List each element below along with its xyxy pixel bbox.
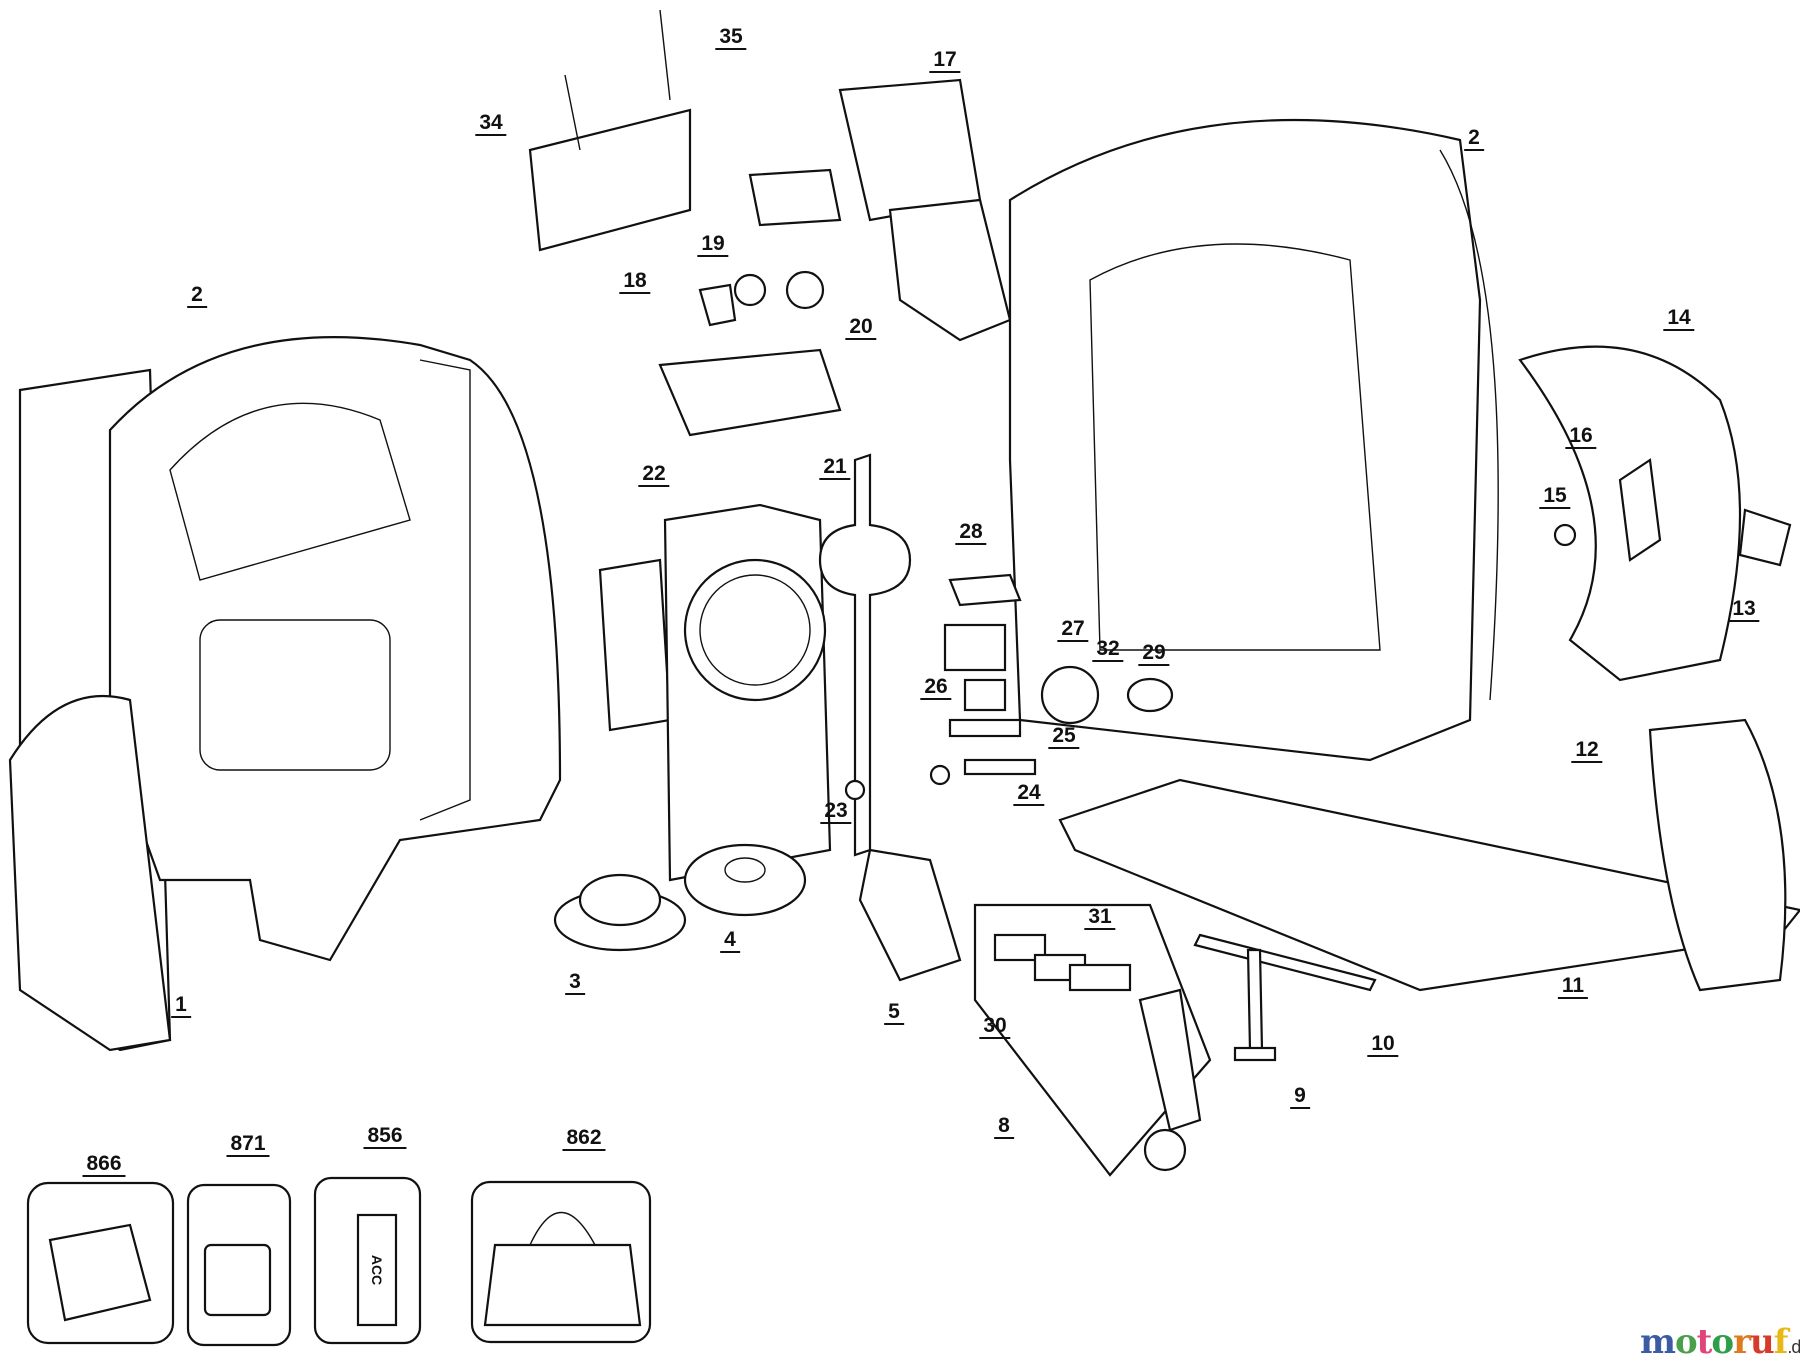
accessory-label-text: ACC	[369, 1254, 385, 1286]
part-callout-13: 13	[1728, 598, 1760, 622]
part-callout-18: 18	[619, 270, 651, 294]
part-25	[948, 718, 1022, 738]
part-callout-26: 26	[920, 676, 952, 700]
part-callout-5: 5	[884, 1001, 904, 1025]
handle-12	[1648, 718, 1787, 992]
part-callout-862: 862	[562, 1127, 606, 1151]
part-16	[1618, 458, 1662, 562]
part-callout-4: 4	[720, 929, 740, 953]
part-callout-3: 3	[565, 971, 585, 995]
part-callout-30: 30	[979, 1015, 1011, 1039]
part-callout-25: 25	[1048, 725, 1080, 749]
part-callout-23: 23	[820, 800, 852, 824]
plunger	[818, 453, 912, 857]
part-callout-19: 19	[697, 233, 729, 257]
part-callout-27: 27	[1057, 618, 1089, 642]
part-callout-24: 24	[1013, 782, 1045, 806]
part-callout-9: 9	[1290, 1085, 1310, 1109]
part-13	[1738, 508, 1792, 567]
part-callout-35: 35	[715, 26, 747, 50]
part-callout-2: 2	[187, 284, 207, 308]
part-callout-21: 21	[819, 456, 851, 480]
housing-right	[1008, 118, 1482, 762]
part-callout-11: 11	[1557, 975, 1589, 999]
switch-17	[838, 78, 982, 222]
part-callout-856: 856	[363, 1125, 407, 1149]
part-callout-1: 1	[171, 994, 191, 1018]
part-32	[1040, 665, 1100, 725]
part-callout-22: 22	[638, 463, 670, 487]
part-callout-866: 866	[82, 1153, 126, 1177]
part-callout-10: 10	[1367, 1033, 1399, 1057]
brush-holder-34	[528, 108, 692, 252]
blade-clamp-5	[858, 848, 962, 982]
part-callout-12: 12	[1571, 739, 1603, 763]
part-10	[1193, 933, 1377, 992]
kit-8	[973, 903, 1212, 1177]
part-27	[943, 623, 1007, 672]
part-26	[963, 678, 1007, 712]
motor	[598, 558, 672, 732]
part-callout-31: 31	[1084, 906, 1116, 930]
part-9	[1233, 1046, 1277, 1062]
gear-4	[683, 843, 807, 917]
part-callout-34: 34	[475, 112, 507, 136]
slide-20	[658, 348, 842, 437]
part-callout-28: 28	[955, 521, 987, 545]
part-29	[1126, 677, 1174, 713]
part-callout-8: 8	[994, 1115, 1014, 1139]
part-callout-20: 20	[845, 316, 877, 340]
part-callout-2: 2	[1464, 127, 1484, 151]
motoruf-watermark-logo: motoruf.de	[1640, 1322, 1800, 1362]
part-callout-15: 15	[1539, 485, 1571, 509]
part-callout-871: 871	[226, 1133, 270, 1157]
part-callout-17: 17	[929, 49, 961, 73]
part-callout-16: 16	[1565, 425, 1597, 449]
part-callout-32: 32	[1092, 638, 1124, 662]
part-24	[963, 758, 1037, 776]
part-callout-29: 29	[1138, 642, 1170, 666]
nut-15	[1553, 523, 1577, 547]
housing-left	[8, 336, 562, 1052]
part-callout-14: 14	[1663, 307, 1695, 331]
